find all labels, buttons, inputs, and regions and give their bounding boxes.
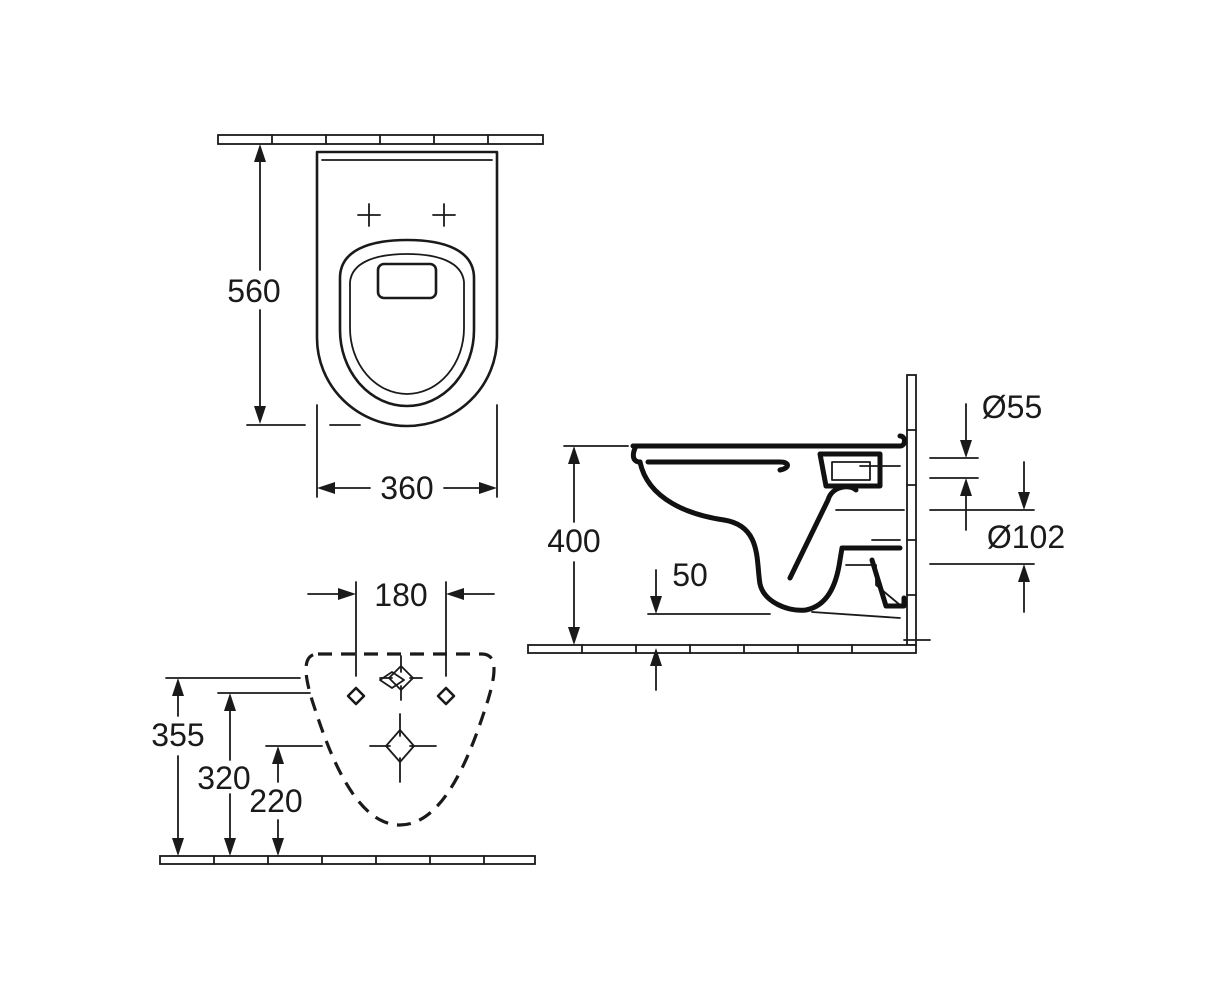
small-pipe-diameter-label: Ø55 <box>982 389 1042 425</box>
depth-dimension-label: 560 <box>227 273 280 309</box>
width-dimension-label: 360 <box>380 470 433 506</box>
height-355-label: 355 <box>151 717 204 753</box>
rear-view: 180 355 320 220 <box>151 577 536 865</box>
hole-right <box>436 686 456 706</box>
height-320-label: 320 <box>197 760 250 796</box>
inlet-connector <box>817 451 901 489</box>
bowl-profile <box>630 433 907 449</box>
seat-inner <box>349 253 465 395</box>
hole-spacing-label: 180 <box>374 577 427 613</box>
seat-outer <box>338 238 476 408</box>
bowl-height-label: 400 <box>547 523 600 559</box>
top-view-wall <box>217 134 544 145</box>
waste-outlet-cross <box>369 713 437 783</box>
rear-outline-dashed <box>304 652 496 827</box>
hole-left <box>346 686 366 706</box>
fixing-cross-left <box>357 203 381 227</box>
height-220-label: 220 <box>249 783 302 819</box>
fixing-cross-right <box>432 203 456 227</box>
offset-label: 50 <box>672 557 708 593</box>
top-view: 560 360 <box>217 134 544 506</box>
side-view: 400 50 Ø55 Ø102 <box>527 374 1065 691</box>
upper-hole-center <box>379 655 423 701</box>
seat-lid <box>376 262 438 300</box>
side-view-floor <box>527 644 917 654</box>
side-view-wall <box>906 374 917 646</box>
large-pipe-diameter-label: Ø102 <box>987 519 1065 555</box>
bowl-outline <box>315 150 499 428</box>
rear-view-floor <box>159 855 536 865</box>
